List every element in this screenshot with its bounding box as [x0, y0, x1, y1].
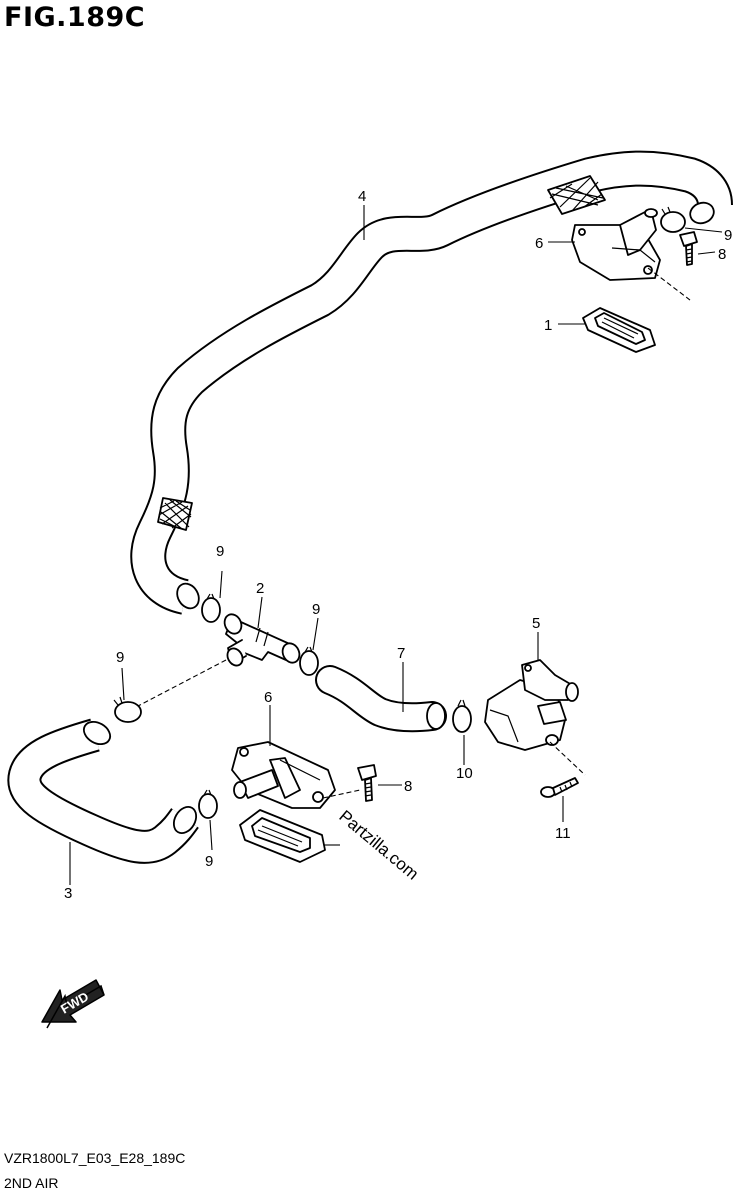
clamp-part-9-d[interactable] [198, 789, 218, 819]
callout-6-upper: 6 [535, 235, 543, 252]
callout-1: 1 [544, 317, 552, 334]
callout-9-middle: 9 [312, 601, 320, 618]
bolt-lower-part-8[interactable] [357, 764, 377, 802]
hose-mesh-guard-upper [547, 175, 606, 215]
figure-subtitle: 2ND AIR [4, 1175, 59, 1191]
callout-7: 7 [397, 645, 405, 662]
solenoid-valve-part-5[interactable] [484, 659, 579, 751]
callout-labels: 4 9 6 8 1 9 2 9 5 9 7 6 10 8 11 9 3 [64, 188, 732, 902]
watermark-text: Partzilla.com [335, 807, 422, 884]
reed-valve-cover-upper-part-6[interactable] [571, 208, 661, 281]
gasket-upper-part-1[interactable] [582, 307, 656, 353]
callout-3: 3 [64, 885, 72, 902]
hose-part-3[interactable] [7, 717, 200, 864]
callout-6-lower: 6 [264, 689, 272, 706]
callout-5: 5 [532, 615, 540, 632]
clamp-part-10[interactable] [452, 699, 472, 733]
leader-lines [69, 205, 723, 885]
clamp-part-9-e[interactable] [660, 206, 686, 233]
callout-11: 11 [555, 825, 571, 842]
screw-part-11[interactable] [540, 777, 579, 798]
callout-10: 10 [456, 765, 473, 782]
callout-4: 4 [358, 188, 366, 205]
figure-code: VZR1800L7_E03_E28_189C [4, 1150, 186, 1166]
callout-9-bottom: 9 [205, 853, 213, 870]
reed-valve-cover-lower-part-6[interactable] [231, 741, 336, 809]
clamp-part-9-c[interactable] [113, 696, 142, 723]
t-joint-part-2[interactable] [222, 612, 303, 669]
callout-8-upper: 8 [718, 246, 726, 263]
figure-title: FIG.189C [4, 2, 146, 33]
callout-9-top-left: 9 [216, 543, 224, 560]
callout-9-upper-right: 9 [724, 227, 732, 244]
hose-part-4[interactable] [130, 150, 733, 615]
gasket-lower-part-1[interactable] [239, 809, 326, 863]
forward-direction-arrow: FWD [41, 979, 105, 1029]
hose-part-7[interactable] [315, 665, 447, 733]
clamp-part-9-a[interactable] [201, 593, 221, 623]
callout-8-lower: 8 [404, 778, 412, 795]
clamp-part-9-b[interactable] [299, 646, 319, 676]
bolt-upper-part-8[interactable] [679, 231, 698, 266]
hose-mesh-guard-lower [157, 497, 193, 531]
callout-9-left: 9 [116, 649, 124, 666]
callout-2: 2 [256, 580, 264, 597]
